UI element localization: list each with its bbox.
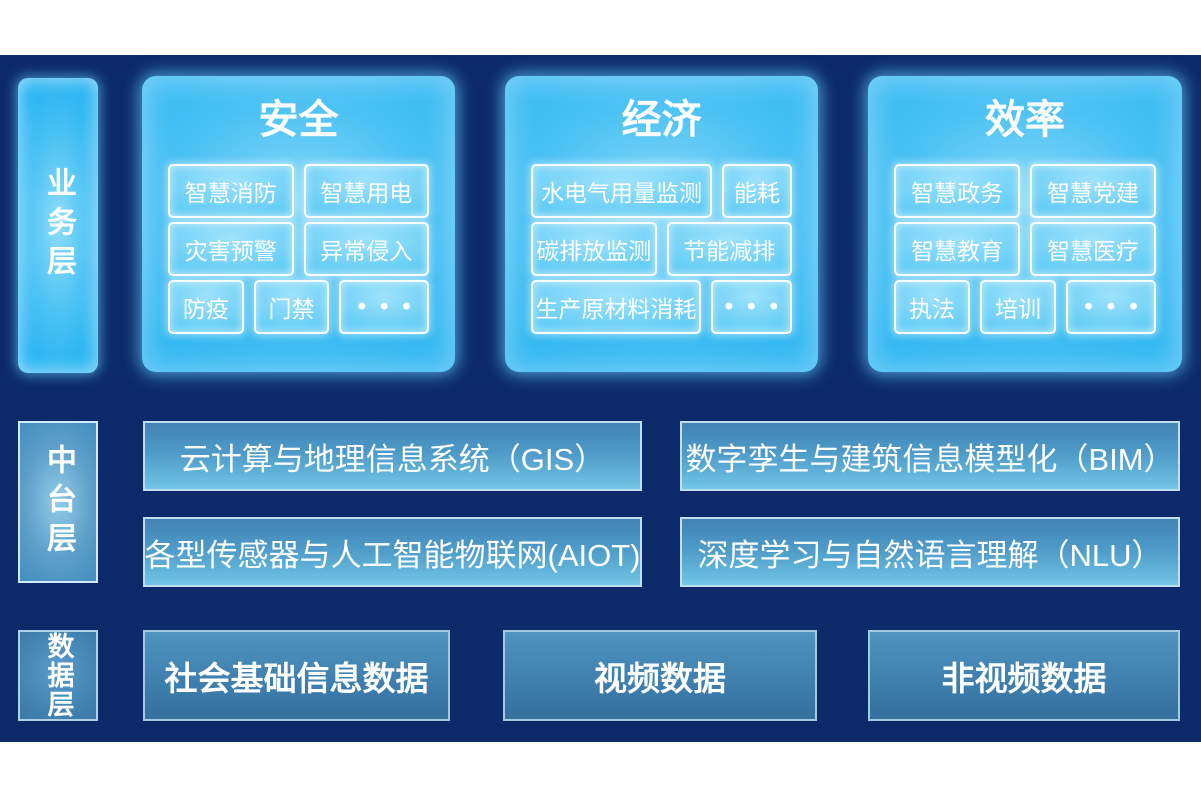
more-dots: ••• [1066, 280, 1156, 334]
box-nlu: 深度学习与自然语言理解（NLU） [680, 517, 1180, 587]
item-utility-usage-monitoring: 水电气用量监测 [531, 164, 712, 218]
panel-economy: 经济 水电气用量监测 能耗 碳排放监测 节能减排 生产原材料消耗 ••• [505, 76, 818, 372]
item-disaster-warning: 灾害预警 [168, 222, 294, 276]
item-raw-material-consumption: 生产原材料消耗 [531, 280, 701, 334]
business-layer-label-bar: 业务层 [18, 78, 98, 373]
panel-economy-row-1: 水电气用量监测 能耗 [531, 164, 792, 218]
box-aiot: 各型传感器与人工智能物联网(AIOT) [143, 517, 642, 587]
item-smart-fire: 智慧消防 [168, 164, 294, 218]
panel-security-row-2: 灾害预警 异常侵入 [168, 222, 429, 276]
panel-economy-row-3: 生产原材料消耗 ••• [531, 280, 792, 334]
item-smart-education: 智慧教育 [894, 222, 1020, 276]
box-bim: 数字孪生与建筑信息模型化（BIM） [680, 421, 1180, 491]
platform-layer-label-bar: 中台层 [18, 421, 98, 583]
data-layer-label-bar: 数据层 [18, 630, 98, 721]
item-smart-government: 智慧政务 [894, 164, 1020, 218]
business-layer-label: 业务层 [42, 167, 75, 284]
panel-efficiency: 效率 智慧政务 智慧党建 智慧教育 智慧医疗 执法 培训 ••• [868, 76, 1182, 372]
panel-security-row-1: 智慧消防 智慧用电 [168, 164, 429, 218]
panel-security: 安全 智慧消防 智慧用电 灾害预警 异常侵入 防疫 门禁 ••• [142, 76, 455, 372]
item-energy-saving-emission-reduction: 节能减排 [666, 222, 792, 276]
item-smart-healthcare: 智慧医疗 [1030, 222, 1156, 276]
panel-efficiency-items: 智慧政务 智慧党建 智慧教育 智慧医疗 执法 培训 ••• [868, 164, 1182, 334]
panel-efficiency-row-3: 执法 培训 ••• [894, 280, 1156, 334]
panel-economy-items: 水电气用量监测 能耗 碳排放监测 节能减排 生产原材料消耗 ••• [505, 164, 818, 334]
box-video-data: 视频数据 [503, 630, 817, 721]
item-access-control: 门禁 [253, 280, 330, 334]
item-training: 培训 [980, 280, 1056, 334]
item-law-enforcement: 执法 [894, 280, 970, 334]
panel-efficiency-row-2: 智慧教育 智慧医疗 [894, 222, 1156, 276]
panel-economy-row-2: 碳排放监测 节能减排 [531, 222, 792, 276]
panel-efficiency-title: 效率 [985, 98, 1065, 142]
item-carbon-emission-monitoring: 碳排放监测 [531, 222, 657, 276]
panel-efficiency-row-1: 智慧政务 智慧党建 [894, 164, 1156, 218]
item-smart-party-building: 智慧党建 [1030, 164, 1156, 218]
box-gis: 云计算与地理信息系统（GIS） [143, 421, 642, 491]
box-social-base-data: 社会基础信息数据 [143, 630, 450, 721]
panel-security-items: 智慧消防 智慧用电 灾害预警 异常侵入 防疫 门禁 ••• [142, 164, 455, 334]
item-smart-electricity: 智慧用电 [303, 164, 429, 218]
panel-security-row-3: 防疫 门禁 ••• [168, 280, 430, 334]
more-dots: ••• [339, 280, 430, 334]
panel-security-title: 安全 [258, 98, 339, 142]
item-energy-consumption: 能耗 [721, 164, 792, 218]
item-epidemic-prevention: 防疫 [168, 280, 244, 334]
more-dots: ••• [710, 280, 792, 334]
platform-layer-label: 中台层 [42, 443, 75, 561]
data-layer-label: 数据层 [43, 632, 74, 719]
box-non-video-data: 非视频数据 [868, 630, 1180, 721]
panel-economy-title: 经济 [621, 98, 702, 142]
item-intrusion-detection: 异常侵入 [303, 222, 429, 276]
